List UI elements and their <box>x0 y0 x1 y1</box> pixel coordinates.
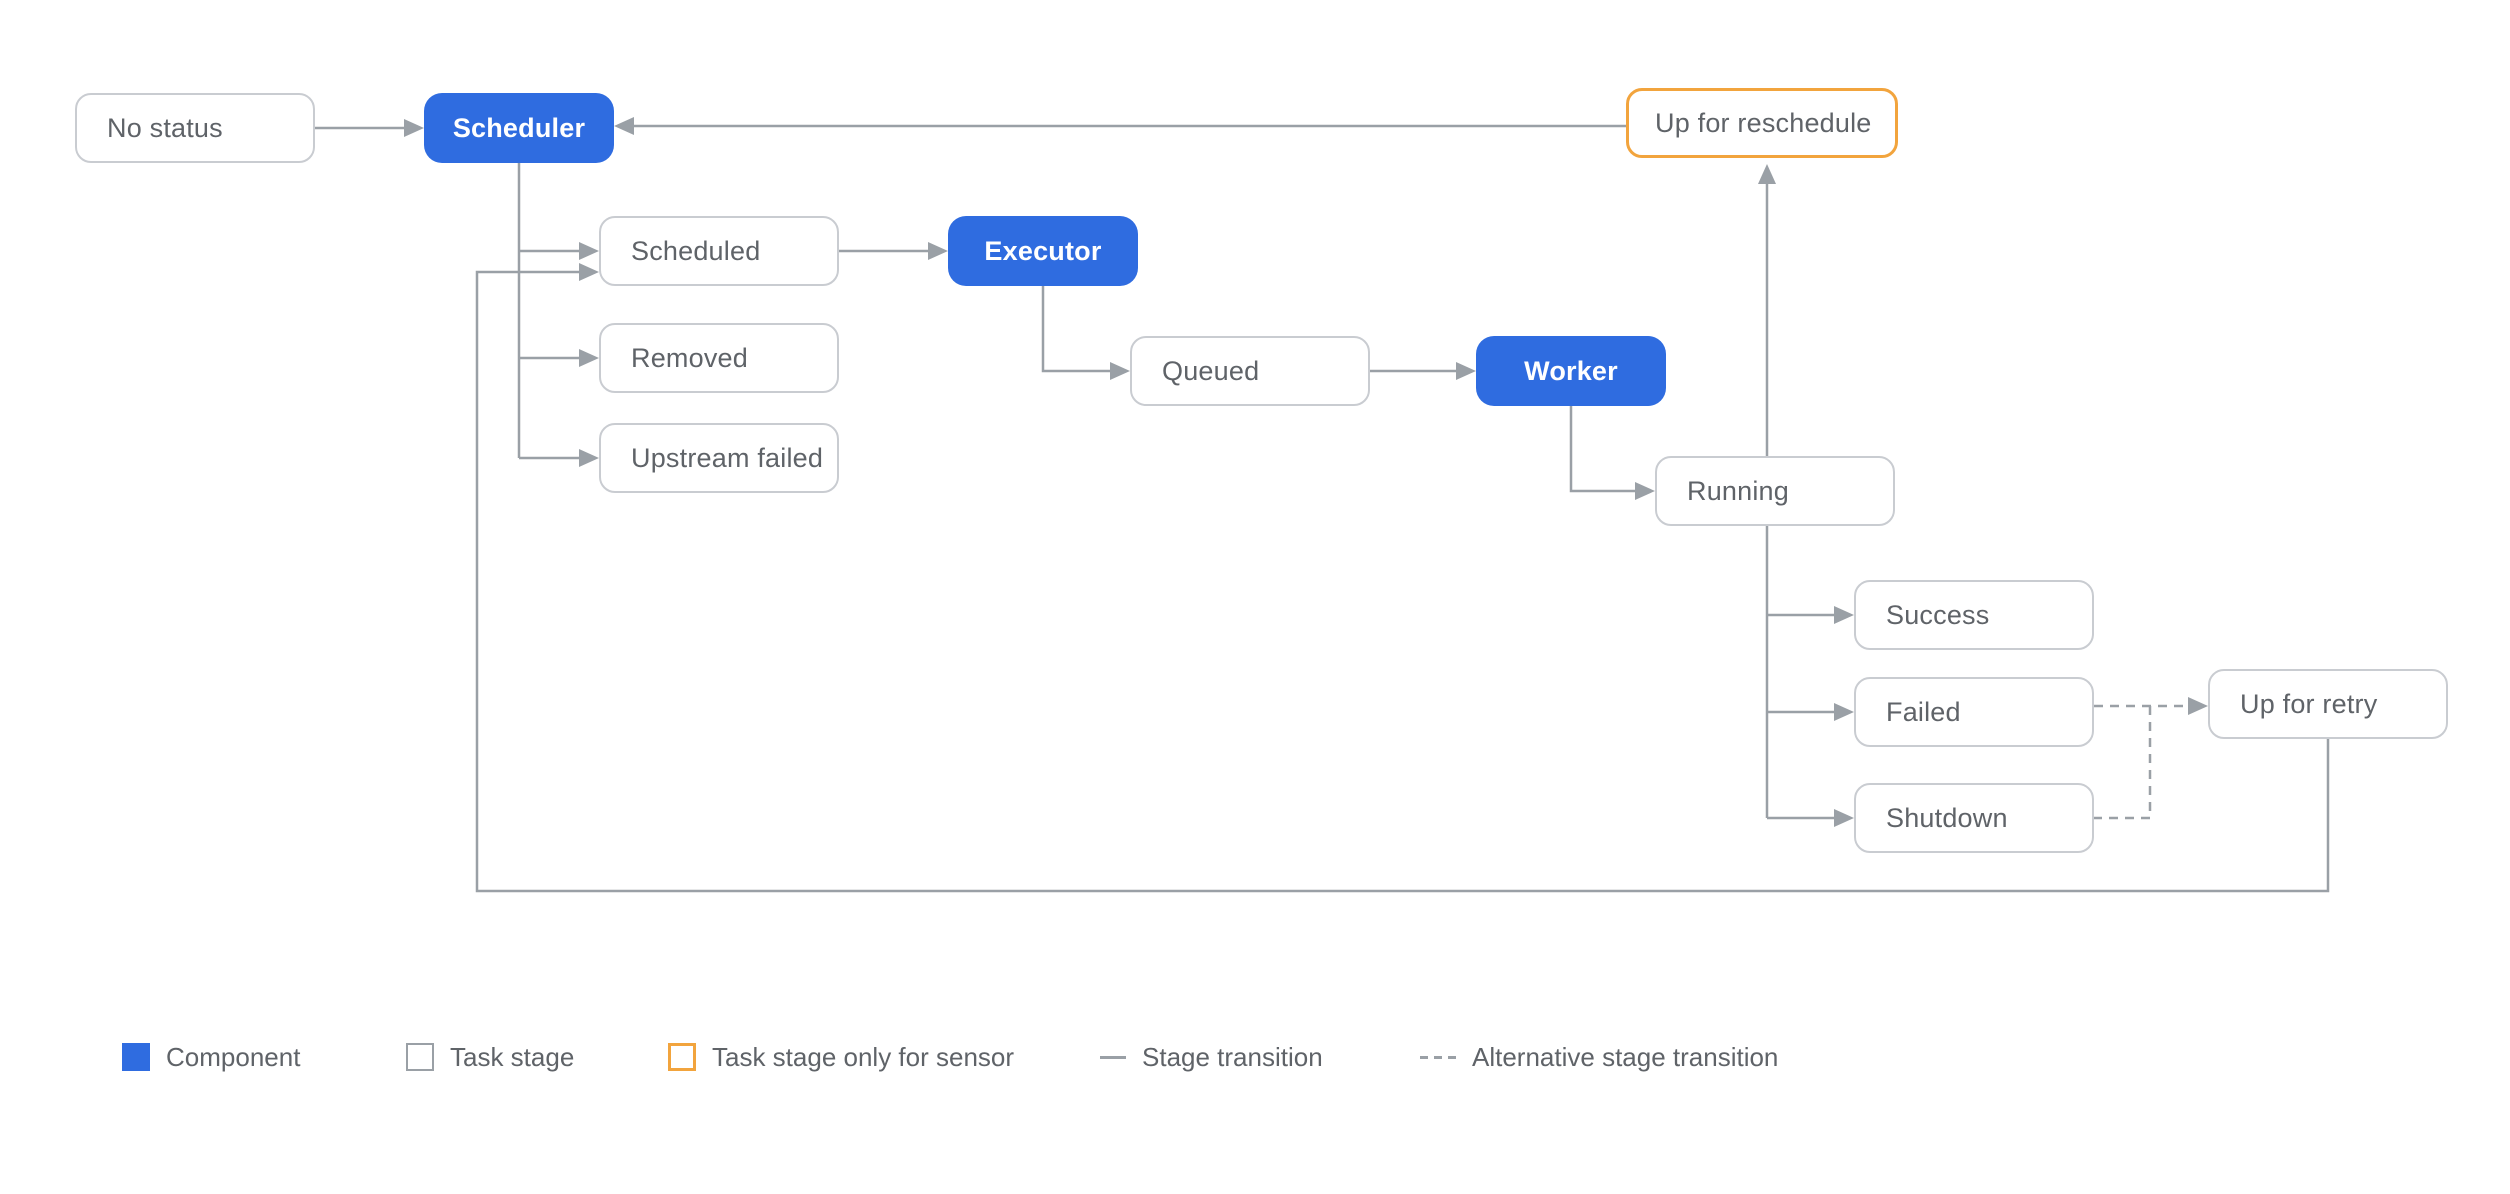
node-label: Shutdown <box>1886 802 2008 833</box>
edge-scheduler-branches <box>517 163 599 467</box>
node-up-for-retry: Up for retry <box>2208 669 2448 739</box>
node-label: Executor <box>984 235 1102 266</box>
legend-item-alt-transition: Alternative stage transition <box>1420 1040 1778 1074</box>
node-scheduler: Scheduler <box>424 93 614 163</box>
node-label: Up for retry <box>2240 688 2378 719</box>
node-label: Up for reschedule <box>1655 107 1872 138</box>
node-no-status: No status <box>75 93 315 163</box>
node-label: Queued <box>1162 355 1260 386</box>
node-label: Scheduler <box>452 112 586 143</box>
edge-up-for-reschedule-to-scheduler <box>614 117 1626 135</box>
node-upstream-failed: Upstream failed <box>599 423 839 493</box>
legend-label: Alternative stage transition <box>1472 1041 1779 1072</box>
arrowhead-right-icon <box>1635 482 1655 500</box>
node-scheduled: Scheduled <box>599 216 839 286</box>
edge-line <box>1569 406 1635 493</box>
node-removed: Removed <box>599 323 839 393</box>
arrowhead-left-icon <box>614 117 634 135</box>
arrowhead-right-icon <box>579 349 599 367</box>
edge-executor-to-queued <box>1041 286 1130 380</box>
legend-item-component: Component <box>122 1040 300 1074</box>
edge-up-for-retry-to-scheduled <box>475 263 2330 893</box>
node-label: Scheduled <box>631 235 761 266</box>
arrowhead-right-icon <box>579 449 599 467</box>
arrowhead-right-icon <box>404 119 424 137</box>
legend-swatch-dashed-line <box>1420 1055 1456 1059</box>
node-label: Worker <box>1524 355 1618 386</box>
legend-swatch-component <box>122 1043 150 1071</box>
legend-label: Task stage only for sensor <box>712 1041 1015 1072</box>
arrowhead-right-icon <box>1456 362 1476 380</box>
node-executor: Executor <box>948 216 1138 286</box>
edge-no-status-to-scheduler <box>315 119 424 137</box>
legend-swatch-sensor <box>668 1043 696 1071</box>
legend-item-transition: Stage transition <box>1100 1040 1323 1074</box>
node-queued: Queued <box>1130 336 1370 406</box>
arrowhead-right-icon <box>579 242 599 260</box>
node-label: Upstream failed <box>631 442 824 473</box>
edge-line <box>475 270 2330 893</box>
arrowhead-right-icon <box>579 263 599 281</box>
node-running: Running <box>1655 456 1895 526</box>
legend-swatch-task-stage <box>406 1043 434 1071</box>
edge-scheduled-to-executor <box>839 242 948 260</box>
legend-label: Stage transition <box>1142 1041 1323 1072</box>
node-success: Success <box>1854 580 2094 650</box>
node-shutdown: Shutdown <box>1854 783 2094 853</box>
edge-line <box>1041 286 1110 373</box>
arrowhead-right-icon <box>1110 362 1130 380</box>
legend-swatch-solid-line <box>1100 1055 1126 1059</box>
node-label: Removed <box>631 342 748 373</box>
node-up-for-reschedule: Up for reschedule <box>1626 88 1898 158</box>
node-label: No status <box>107 112 223 143</box>
arrowhead-up-icon <box>1758 164 1776 184</box>
node-label: Failed <box>1886 696 1961 727</box>
legend-label: Component <box>166 1041 301 1072</box>
node-failed: Failed <box>1854 677 2094 747</box>
legend-item-sensor: Task stage only for sensor <box>668 1040 1014 1074</box>
arrowhead-right-icon <box>1834 703 1854 721</box>
node-label: Success <box>1886 599 1990 630</box>
node-worker: Worker <box>1476 336 1666 406</box>
legend-item-task-stage: Task stage <box>406 1040 574 1074</box>
arrowhead-right-icon <box>2188 697 2208 715</box>
node-label: Running <box>1687 475 1789 506</box>
edge-worker-to-running <box>1569 406 1655 500</box>
edge-failed-shutdown-to-up-for-retry-dashed <box>2094 697 2208 820</box>
arrowhead-right-icon <box>928 242 948 260</box>
edge-running-branches <box>1765 526 1854 827</box>
arrowhead-right-icon <box>1834 809 1854 827</box>
edge-queued-to-worker <box>1370 362 1476 380</box>
legend-label: Task stage <box>450 1041 575 1072</box>
edge-running-to-up-for-reschedule <box>1758 164 1776 456</box>
arrowhead-right-icon <box>1834 606 1854 624</box>
